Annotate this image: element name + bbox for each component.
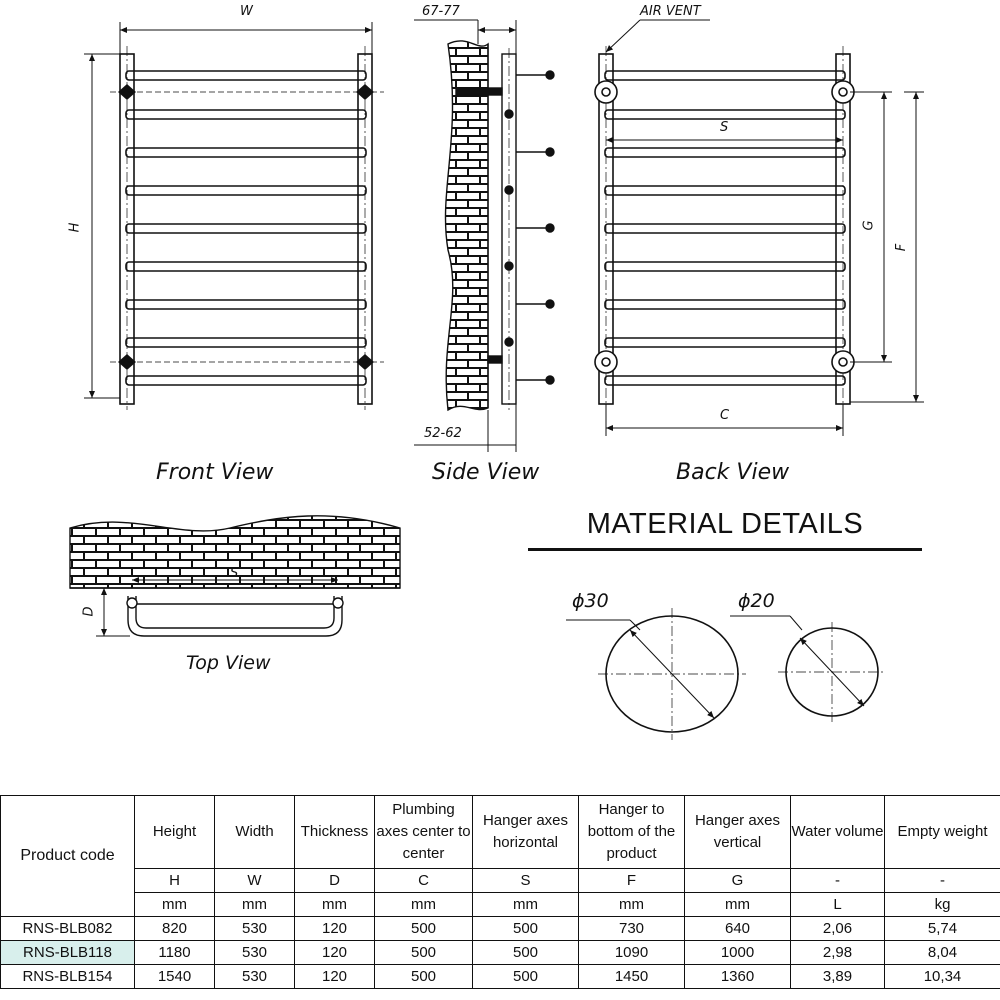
table-cell: 730 <box>578 916 685 941</box>
table-cell: 120 <box>294 940 375 965</box>
header-row: Product code Height Width Thickness Plum… <box>0 795 1000 917</box>
table-cell: 530 <box>214 940 295 965</box>
table-cell: 3,89 <box>790 964 885 989</box>
header-cell: Hanger to bottom of the product <box>578 795 685 869</box>
header-cell: Water volume <box>790 795 885 869</box>
table-cell: 530 <box>214 916 295 941</box>
front-view-label: Front View <box>156 460 274 485</box>
air-vent-label: AIR VENT <box>640 4 701 19</box>
header-cell: Width <box>214 795 295 869</box>
technical-drawing <box>69 19 924 740</box>
product-code-cell: RNS-BLB154 <box>0 964 135 989</box>
table-cell: 120 <box>294 964 375 989</box>
material-details-title: MATERIAL DETAILS <box>586 508 864 540</box>
dim-w-label: W <box>240 4 253 19</box>
back-view-label: Back View <box>676 460 790 485</box>
unit-cell: mm <box>214 892 295 917</box>
table-cell: 500 <box>472 916 579 941</box>
table-cell: 5,74 <box>884 916 1000 941</box>
table-cell: 1180 <box>134 940 215 965</box>
header-cell: Plumbing axes center to center <box>374 795 473 869</box>
front-bars <box>125 70 367 386</box>
diameter-30-label: ϕ30 <box>572 590 609 612</box>
table-row: RNS-BLB118 1180 530 120 500 500 1090 100… <box>0 940 1000 965</box>
table-cell: 10,34 <box>884 964 1000 989</box>
table-row: RNS-BLB154 1540 530 120 500 500 1450 136… <box>0 964 1000 989</box>
table-cell: 500 <box>472 964 579 989</box>
dim-h-label: H <box>67 222 83 233</box>
header-cell: Height <box>134 795 215 869</box>
dim-s-label: S <box>720 120 729 135</box>
side-bar-ends <box>504 70 555 385</box>
header-cell: Thickness <box>294 795 375 869</box>
header-product-code: Product code <box>0 795 135 917</box>
material-details <box>566 608 886 740</box>
header-cell: Empty weight <box>884 795 1000 869</box>
table-cell: 2,06 <box>790 916 885 941</box>
side-view <box>414 19 555 452</box>
table-cell: 1450 <box>578 964 685 989</box>
dim-d-label: D <box>81 606 97 617</box>
dim-g-label: G <box>861 220 877 231</box>
table-cell: 2,98 <box>790 940 885 965</box>
dim-f-label: F <box>894 243 910 252</box>
front-view <box>84 22 384 410</box>
table-row: RNS-BLB082 820 530 120 500 500 730 640 2… <box>0 916 1000 941</box>
symbol-cell: S <box>472 868 579 893</box>
table-cell: 1360 <box>684 964 791 989</box>
back-bars <box>604 70 846 386</box>
table-cell: 1540 <box>134 964 215 989</box>
symbol-cell: - <box>790 868 885 893</box>
back-view <box>594 19 924 436</box>
symbol-row: H W D C S F G - - <box>1 868 1000 893</box>
unit-row: mm mm mm mm mm mm mm L kg <box>1 892 1000 917</box>
header-cell: Hanger axes vertical <box>684 795 791 869</box>
unit-cell: mm <box>472 892 579 917</box>
symbol-cell: C <box>374 868 473 893</box>
table-cell: 8,04 <box>884 940 1000 965</box>
table-cell: 1000 <box>684 940 791 965</box>
table-cell: 640 <box>684 916 791 941</box>
table-cell: 820 <box>134 916 215 941</box>
unit-cell: mm <box>578 892 685 917</box>
table-cell: 530 <box>214 964 295 989</box>
unit-cell: mm <box>374 892 473 917</box>
side-view-label: Side View <box>432 460 540 485</box>
dim-side-bottom-label: 52-62 <box>424 426 462 441</box>
table-cell: 500 <box>472 940 579 965</box>
symbol-cell: - <box>884 868 1000 893</box>
table-cell: 500 <box>374 964 473 989</box>
spec-table: Product code Height Width Thickness Plum… <box>0 795 1000 989</box>
dim-top-s-label: S <box>230 566 239 581</box>
header-cell: Hanger axes horizontal <box>472 795 579 869</box>
unit-cell: mm <box>684 892 791 917</box>
dim-side-top-label: 67-77 <box>422 4 460 19</box>
top-view-label: Top View <box>186 652 271 674</box>
material-details-rule <box>528 548 922 551</box>
unit-cell: mm <box>294 892 375 917</box>
symbol-cell: G <box>684 868 791 893</box>
unit-cell: L <box>790 892 885 917</box>
dim-c-label: C <box>720 408 730 423</box>
top-view <box>69 515 401 637</box>
symbol-cell: D <box>294 868 375 893</box>
symbol-cell: F <box>578 868 685 893</box>
diameter-20-label: ϕ20 <box>738 590 775 612</box>
table-cell: 1090 <box>578 940 685 965</box>
symbol-cell: W <box>214 868 295 893</box>
table-cell: 500 <box>374 940 473 965</box>
product-code-cell: RNS-BLB082 <box>0 916 135 941</box>
product-code-cell: RNS-BLB118 <box>0 940 135 965</box>
unit-cell: kg <box>884 892 1000 917</box>
unit-cell: mm <box>134 892 215 917</box>
symbol-cell: H <box>134 868 215 893</box>
table-cell: 120 <box>294 916 375 941</box>
table-cell: 500 <box>374 916 473 941</box>
